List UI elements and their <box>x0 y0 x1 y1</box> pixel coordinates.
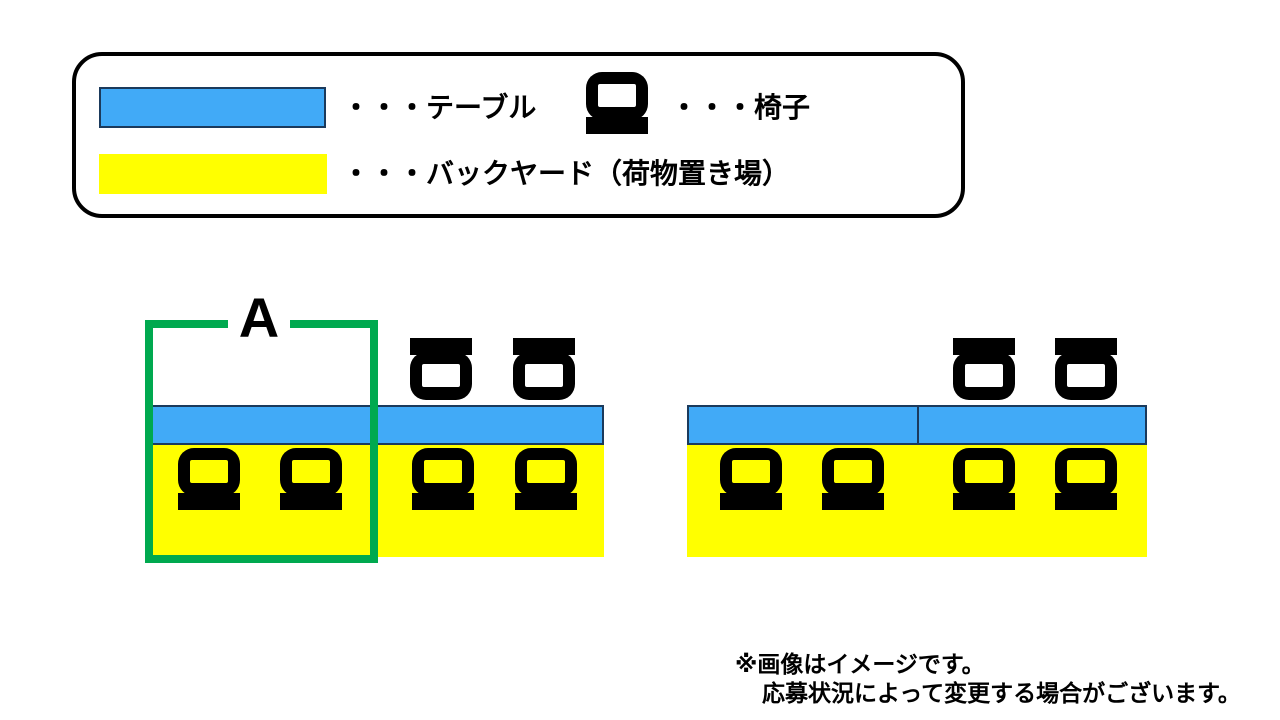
footnote: ※画像はイメージです。 応募状況によって変更する場合がございます。 <box>735 650 1241 708</box>
chair-icon <box>822 448 884 510</box>
chair-base <box>513 338 575 355</box>
chair-seat <box>1055 352 1117 400</box>
chair-hole <box>1067 460 1105 483</box>
chair-base <box>178 493 240 510</box>
chair-base <box>412 493 474 510</box>
chair-hole <box>965 460 1003 483</box>
chair-icon <box>412 448 474 510</box>
chair-seat <box>178 448 240 496</box>
footnote-line2: 応募状況によって変更する場合がございます。 <box>762 680 1241 706</box>
chair-base <box>1055 338 1117 355</box>
chair-base <box>515 493 577 510</box>
chair-icon <box>1055 448 1117 510</box>
chair-base <box>822 493 884 510</box>
chair-base <box>410 338 472 355</box>
chair-base <box>953 493 1015 510</box>
chair-seat <box>953 448 1015 496</box>
chair-hole <box>732 460 770 483</box>
chair-seat <box>412 448 474 496</box>
chair-icon <box>1055 338 1117 400</box>
booth-a-label: A <box>228 290 290 346</box>
legend-box: ・・・テーブル ・・・椅子 ・・・バックヤード（荷物置き場） <box>72 52 965 218</box>
chair-seat <box>586 72 648 120</box>
table-legend-label: ・・・テーブル <box>342 92 537 123</box>
chair-seat <box>280 448 342 496</box>
chair-hole <box>834 460 872 483</box>
chair-icon <box>513 338 575 400</box>
chair-hole <box>598 84 636 107</box>
chair-hole <box>424 460 462 483</box>
chair-base <box>953 338 1015 355</box>
backyard-legend-label: ・・・バックヤード（荷物置き場） <box>342 158 791 189</box>
backyard-color-swatch <box>99 154 327 194</box>
table-color-swatch <box>99 87 326 128</box>
chair-hole <box>965 364 1003 387</box>
chair-seat <box>515 448 577 496</box>
chair-icon <box>515 448 577 510</box>
chair-base <box>280 493 342 510</box>
chair-seat <box>410 352 472 400</box>
chair-icon <box>953 338 1015 400</box>
chair-icon <box>586 72 648 134</box>
chair-icon <box>953 448 1015 510</box>
chair-hole <box>525 364 563 387</box>
chair-hole <box>190 460 228 483</box>
chair-seat <box>1055 448 1117 496</box>
chair-hole <box>527 460 565 483</box>
chair-hole <box>1067 364 1105 387</box>
chair-base <box>720 493 782 510</box>
chair-seat <box>513 352 575 400</box>
footnote-line1: ※画像はイメージです。 <box>735 651 985 677</box>
chair-icon <box>720 448 782 510</box>
chair-seat <box>720 448 782 496</box>
chair-base <box>1055 493 1117 510</box>
chair-seat <box>822 448 884 496</box>
chair-hole <box>292 460 330 483</box>
chair-icon <box>410 338 472 400</box>
chair-seat <box>953 352 1015 400</box>
chair-legend-label: ・・・椅子 <box>670 92 811 123</box>
chair-icon <box>280 448 342 510</box>
chair-icon <box>178 448 240 510</box>
booth-a-frame <box>145 320 378 563</box>
table-divider <box>917 407 919 443</box>
table-right <box>687 405 1147 445</box>
chair-hole <box>422 364 460 387</box>
chair-base <box>586 117 648 134</box>
